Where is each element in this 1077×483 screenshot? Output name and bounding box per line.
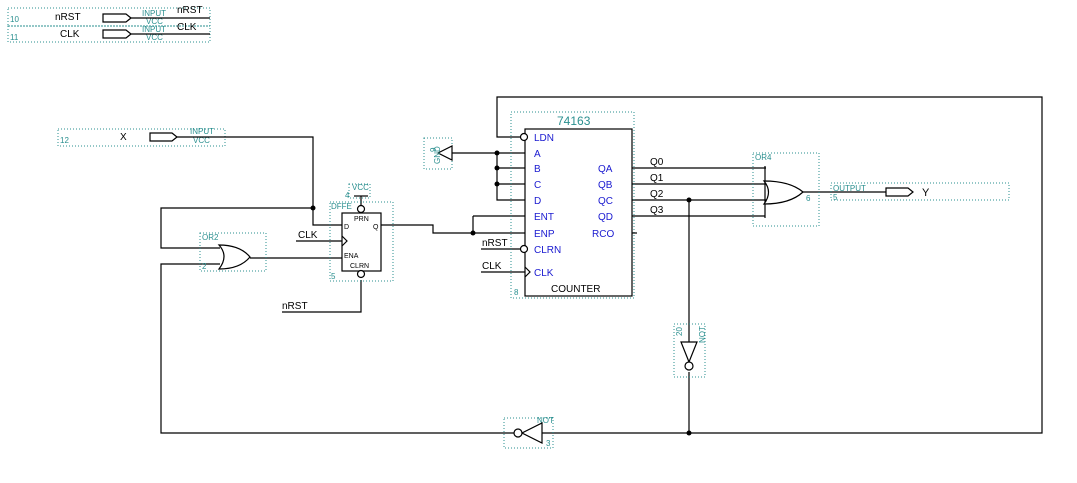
- net-label-q3: Q3: [650, 205, 664, 216]
- input-x-type: INPUT: [190, 127, 214, 136]
- counter-pin-qd: QD: [598, 212, 613, 223]
- dffe-num: 5: [331, 272, 336, 281]
- output-y-symbol: [885, 187, 914, 197]
- input-nrst-type: INPUT: [142, 9, 166, 18]
- counter-pin-d: D: [534, 196, 541, 207]
- counter-pin-qc: QC: [598, 196, 613, 207]
- not-bottom-label: NOT: [537, 416, 554, 425]
- dffe-flipflop[interactable]: DFFE 5 PRN D Q ENA CLRN: [329, 201, 394, 282]
- input-clk-symbol: [102, 29, 132, 39]
- input-x-name: X: [120, 132, 127, 143]
- input-nrst-pwr: VCC: [146, 17, 163, 26]
- counter-pin-clrn: CLRN: [534, 245, 561, 256]
- dffe-label: DFFE: [331, 202, 352, 211]
- net-label-q0: Q0: [650, 157, 664, 168]
- input-pin-x[interactable]: 12 X INPUT VCC: [57, 127, 226, 147]
- not-bottom-body: [520, 422, 543, 444]
- input-nrst-name: nRST: [55, 12, 81, 23]
- net-label-clk-dff: CLK: [298, 230, 318, 241]
- input-clk-num: 11: [10, 33, 19, 42]
- or4-label: OR4: [755, 153, 772, 162]
- counter-74163[interactable]: 74163 8 COUNTER LDN A B C D ENT ENP CLRN…: [510, 111, 637, 299]
- dffe-pin-clrn: CLRN: [350, 263, 369, 270]
- dffe-pin-d: D: [344, 224, 349, 231]
- output-y-type: OUTPUT: [833, 184, 866, 193]
- net-label-nrst-dff: nRST: [282, 301, 308, 312]
- counter-pin-b: B: [534, 164, 541, 175]
- net-label-q1: Q1: [650, 173, 664, 184]
- counter-pin-clk: CLK: [534, 268, 554, 279]
- or2-body: [217, 244, 251, 270]
- vcc-num: 4: [345, 191, 350, 200]
- gnd-label: GND: [433, 146, 442, 164]
- input-nrst-num: 10: [10, 15, 19, 24]
- net-label-clk-top: CLK: [177, 22, 197, 33]
- counter-pin-a: A: [534, 149, 541, 160]
- gnd-symbol[interactable]: 9 GND: [423, 137, 453, 170]
- counter-pin-enp: ENP: [534, 229, 555, 240]
- counter-pin-ent: ENT: [534, 212, 554, 223]
- counter-pin-c: C: [534, 180, 541, 191]
- counter-body: [524, 128, 633, 297]
- output-y-num: 5: [833, 193, 838, 202]
- input-clk-pwr: VCC: [146, 33, 163, 42]
- net-label-nrst-top: nRST: [177, 5, 203, 16]
- input-clk-name: CLK: [60, 29, 80, 40]
- input-x-symbol: [149, 132, 178, 142]
- counter-part-name: 74163: [557, 114, 591, 128]
- net-label-q2: Q2: [650, 189, 664, 200]
- input-x-pwr: VCC: [193, 136, 210, 145]
- or4-gate[interactable]: OR4 6: [752, 152, 820, 227]
- gnd-num: 9: [429, 147, 438, 152]
- not-bottom-num: 3: [546, 439, 551, 448]
- vcc-label: VCC: [352, 183, 369, 192]
- counter-num: 8: [514, 288, 519, 297]
- dffe-pin-q: Q: [373, 224, 379, 231]
- input-pin-clk[interactable]: 11 CLK INPUT VCC CLK: [7, 22, 211, 43]
- net-label-nrst-ctr: nRST: [482, 238, 508, 249]
- vcc-symbol: VCC 4: [345, 183, 371, 200]
- or2-gate[interactable]: OR2 2: [199, 232, 267, 272]
- not-gate-vertical[interactable]: 20 NOT: [673, 323, 707, 378]
- not-right-label: NOT: [698, 326, 707, 343]
- output-pin-y[interactable]: OUTPUT 5 Y: [830, 182, 1010, 202]
- not-right-num: 20: [675, 327, 684, 336]
- not-gate-horizontal[interactable]: NOT 3: [503, 416, 554, 449]
- counter-pin-qa: QA: [598, 164, 613, 175]
- or2-num: 2: [202, 262, 207, 271]
- net-label-clk-ctr: CLK: [482, 261, 502, 272]
- input-x-num: 12: [60, 136, 69, 145]
- input-nrst-symbol: [102, 13, 132, 23]
- or2-label: OR2: [202, 233, 219, 242]
- counter-pin-rco: RCO: [592, 229, 614, 240]
- counter-footer: COUNTER: [551, 284, 600, 295]
- counter-pin-ldn: LDN: [534, 133, 554, 144]
- dffe-pin-ena: ENA: [344, 253, 359, 260]
- input-clk-type: INPUT: [142, 25, 166, 34]
- not-right-body: [680, 341, 698, 364]
- or4-num: 6: [806, 194, 811, 203]
- output-y-name: Y: [922, 187, 930, 199]
- input-pin-nrst[interactable]: 10 nRST INPUT VCC nRST: [7, 5, 211, 27]
- junctions: [310, 150, 692, 436]
- or4-body: [762, 180, 804, 205]
- dffe-pin-prn: PRN: [354, 216, 369, 223]
- counter-pin-qb: QB: [598, 180, 613, 191]
- gnd-icon: [436, 145, 453, 161]
- wires: [160, 96, 1043, 434]
